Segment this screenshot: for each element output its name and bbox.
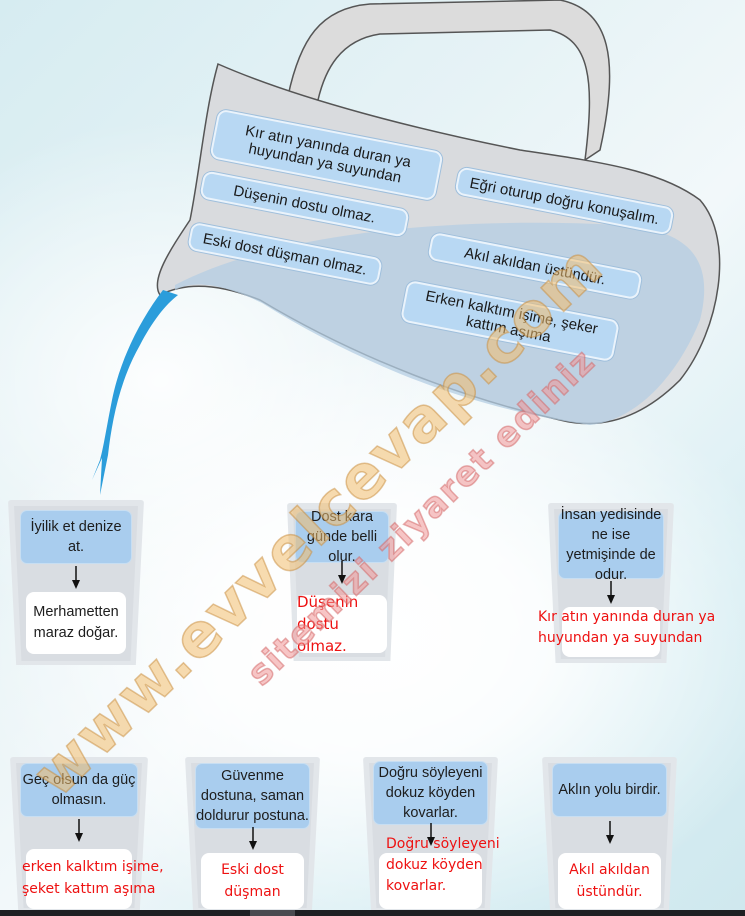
- answer-card: [379, 853, 482, 909]
- handwritten-answer: Doğru söyleyeni dokuz köyden kovarlar.: [386, 836, 500, 894]
- glass-6: Doğru söyleyeni dokuz köyden kovarlar.: [363, 757, 498, 912]
- answer-card: Akıl akıldan üstündür.: [558, 853, 661, 909]
- arrow-down-icon: [75, 819, 83, 842]
- answer-card: [562, 607, 660, 657]
- answer-text: Merhametten maraz doğar.: [33, 604, 119, 641]
- bottom-bar: [0, 910, 745, 916]
- question-card: Geç olsun da güç olmasın.: [20, 763, 138, 817]
- answer-card: Eski dost düşman: [201, 853, 304, 909]
- glass-3: İnsan yedisinde ne ise yetmişinde de odu…: [548, 503, 674, 663]
- question-text: İnsan yedisinde ne ise yetmişinde de odu…: [560, 507, 662, 583]
- question-text: Dost kara günde belli olur.: [306, 509, 378, 565]
- jug-handle: [287, 0, 611, 162]
- question-card: İnsan yedisinde ne ise yetmişinde de odu…: [558, 507, 664, 583]
- question-text: İyilik et denize at.: [30, 519, 122, 555]
- question-card: İyilik et denize at.: [20, 510, 132, 564]
- handwritten-answer: Kır atın yanında duran ya huyundan ya su…: [538, 609, 716, 646]
- handwritten-answer: Eski dost düşman: [221, 862, 284, 900]
- arrow-down-icon: [248, 827, 257, 850]
- question-text: Aklın yolu birdir.: [558, 782, 661, 798]
- arrow-down-icon: [72, 566, 80, 589]
- handwritten-answer: erken kalktım işime, şeket kattım aşıma: [22, 859, 164, 897]
- question-card: Aklın yolu birdir.: [552, 763, 667, 817]
- arrow-down-icon: [607, 581, 615, 604]
- question-card: Güvenme dostuna, saman doldurur postuna.: [195, 763, 310, 829]
- glass-4: Geç olsun da güç olmasın.: [10, 757, 148, 912]
- answer-card: Merhametten maraz doğar.: [26, 592, 126, 654]
- answer-card: Düşenin dostu olmaz.: [297, 593, 387, 655]
- glass-2: Dost kara günde belli olur. Düşenin dost…: [287, 503, 397, 661]
- glass-7: Aklın yolu birdir. Akıl akıldan üstündür…: [542, 757, 677, 912]
- question-text: Doğru söyleyeni dokuz köyden kovarlar.: [378, 765, 483, 821]
- arrow-down-icon: [426, 823, 435, 846]
- bottom-bar-tab: [250, 910, 295, 916]
- glass-1: İyilik et denize at. Merhametten maraz d…: [8, 500, 144, 665]
- water-stream: [92, 290, 178, 495]
- question-text: Geç olsun da güç olmasın.: [22, 772, 136, 808]
- question-text: Güvenme dostuna, saman doldurur postuna.: [196, 768, 309, 824]
- arrow-down-icon: [605, 821, 614, 844]
- question-card: Doğru söyleyeni dokuz köyden kovarlar.: [373, 761, 488, 825]
- answer-card: [26, 849, 132, 909]
- handwritten-answer: Akıl akıldan üstündür.: [569, 862, 650, 900]
- handwritten-answer: Düşenin dostu olmaz.: [297, 593, 359, 655]
- question-card: Dost kara günde belli olur.: [295, 509, 389, 565]
- arrow-down-icon: [338, 561, 346, 584]
- glass-5: Güvenme dostuna, saman doldurur postuna.…: [185, 757, 320, 912]
